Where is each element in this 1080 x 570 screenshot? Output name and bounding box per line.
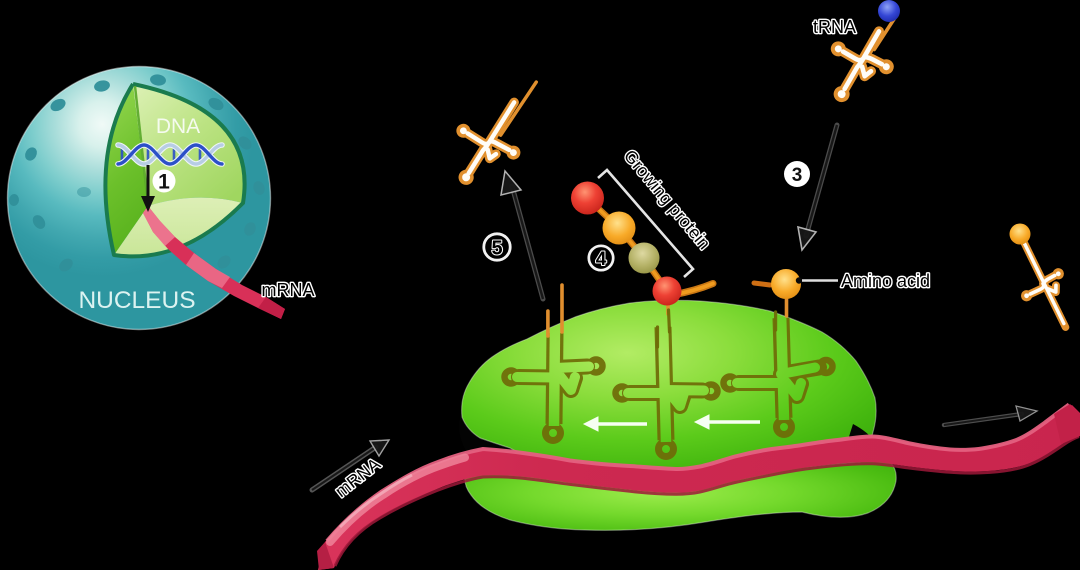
svg-text:tRNA: tRNA bbox=[813, 17, 856, 37]
svg-text:mRNA: mRNA bbox=[262, 280, 315, 300]
svg-text:DNA: DNA bbox=[156, 115, 200, 138]
svg-text:5: 5 bbox=[491, 238, 502, 260]
svg-text:Amino acid: Amino acid bbox=[841, 271, 930, 291]
svg-text:4: 4 bbox=[596, 249, 607, 270]
svg-text:1: 1 bbox=[158, 171, 170, 194]
svg-text:3: 3 bbox=[792, 165, 803, 186]
svg-text:NUCLEUS: NUCLEUS bbox=[78, 287, 195, 314]
